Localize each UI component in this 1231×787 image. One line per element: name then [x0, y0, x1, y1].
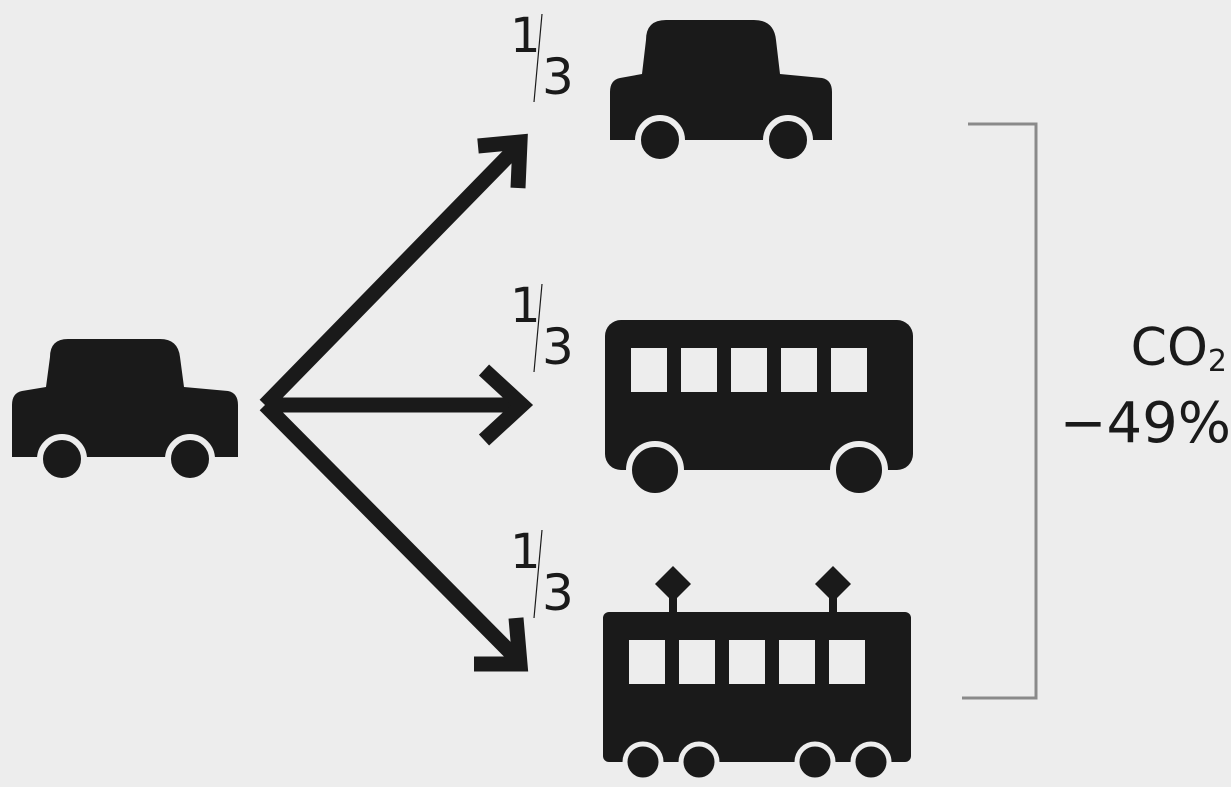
- arrow-up: [259, 140, 524, 411]
- fraction-tram: 1 3: [508, 528, 588, 624]
- arrow-down: [259, 399, 524, 666]
- co2-text: CO: [1130, 318, 1208, 378]
- car-icon: [610, 20, 832, 165]
- fraction-numerator: 1: [510, 524, 541, 580]
- arrows: [259, 133, 534, 672]
- co2-change: −49%: [1059, 391, 1231, 456]
- fraction-denominator: 3: [542, 48, 574, 106]
- bus-icon: [605, 320, 913, 499]
- fraction-bus: 1 3: [508, 282, 588, 378]
- fraction-slash: [533, 529, 543, 619]
- fraction-numerator: 1: [510, 8, 541, 64]
- fraction-denominator: 3: [542, 564, 574, 622]
- bracket: [962, 122, 1038, 700]
- fraction-car: 1 3: [508, 12, 588, 108]
- fraction-slash: [533, 13, 543, 103]
- fraction-numerator: 1: [510, 278, 541, 334]
- co2-subscript: 2: [1207, 344, 1227, 379]
- co2-label: CO2: [1051, 318, 1231, 392]
- fraction-denominator: 3: [542, 318, 574, 376]
- car-icon: [12, 339, 238, 484]
- co2-result: CO2 −49%: [1051, 318, 1231, 456]
- tram-icon: [603, 566, 911, 783]
- fraction-slash: [533, 283, 543, 373]
